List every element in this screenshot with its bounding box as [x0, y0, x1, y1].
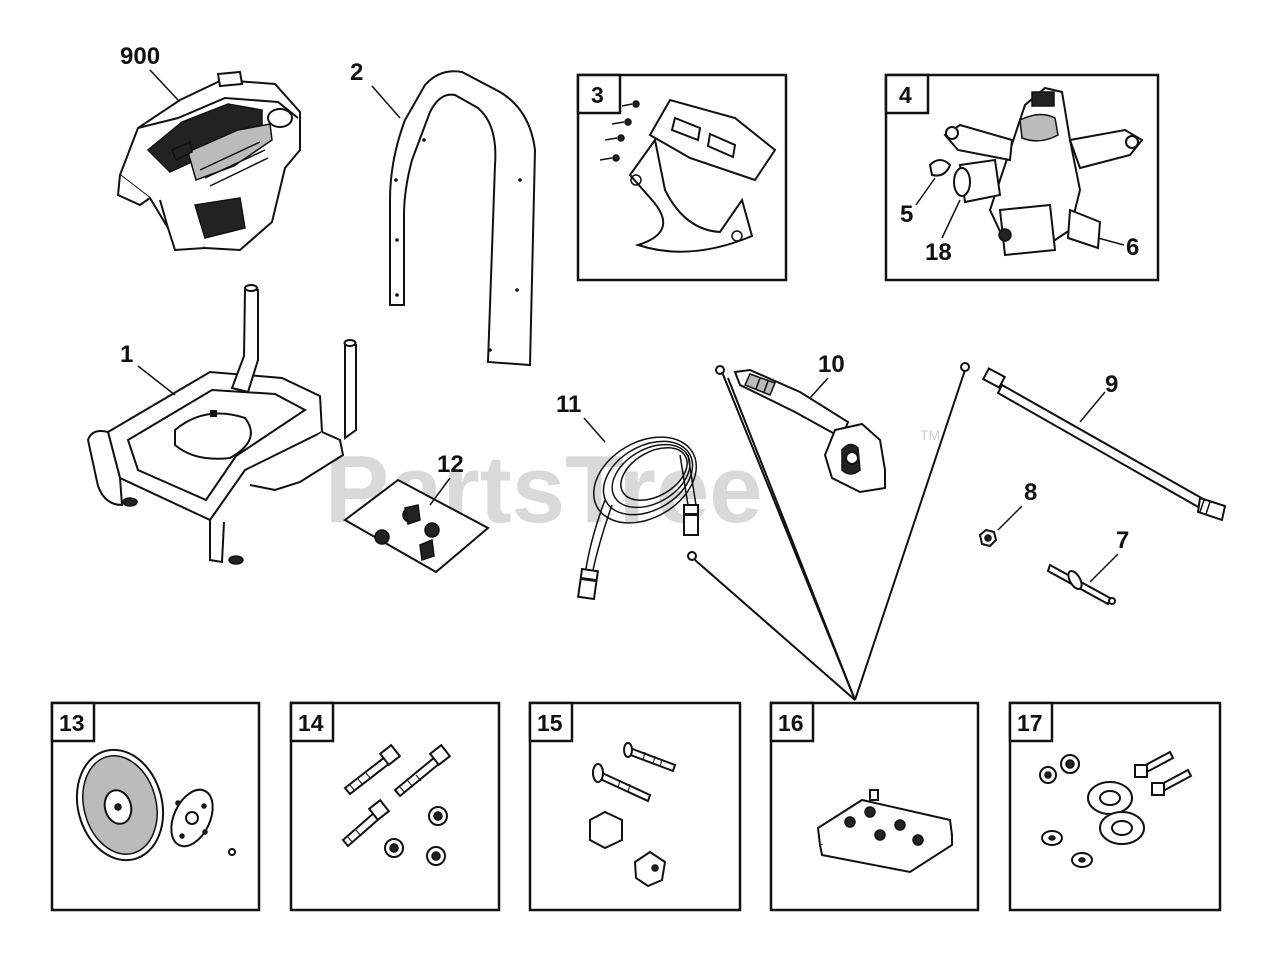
tip-holder-kit-icon[interactable] — [816, 789, 954, 874]
nozzle-bracket-tag — [576, 73, 622, 115]
pump-tag — [884, 73, 930, 115]
callout-3: 3 — [591, 82, 604, 108]
engine-drawing[interactable] — [116, 70, 301, 252]
kit-14-label: 14 — [298, 710, 324, 736]
callout-4: 4 — [899, 82, 912, 108]
wheel-kit-icon[interactable] — [65, 740, 236, 870]
watermark-trademark: TM — [920, 427, 940, 443]
kit-17-tag — [1008, 701, 1054, 743]
bushing-kit-icon[interactable] — [1039, 750, 1193, 868]
kit-16-tag — [769, 701, 815, 743]
callout-5: 5 — [900, 201, 913, 228]
kit-16-label: 16 — [778, 710, 804, 736]
bolt-grommet-kit-icon[interactable] — [589, 742, 677, 888]
callout-2: 2 — [350, 59, 363, 86]
frame-drawing[interactable] — [86, 284, 357, 565]
hose-drawing[interactable] — [576, 420, 712, 601]
callout-12: 12 — [437, 451, 464, 478]
callout-1: 1 — [120, 341, 133, 368]
callout-8: 8 — [1024, 479, 1037, 506]
handle-drawing[interactable] — [389, 70, 537, 367]
wand-drawing[interactable] — [960, 362, 1227, 522]
kit-13-label: 13 — [59, 710, 85, 736]
callout-6: 6 — [1126, 234, 1139, 261]
kit-14-tag — [289, 701, 335, 743]
kit-15-label: 15 — [537, 710, 563, 736]
spray-gun-drawing[interactable] — [715, 365, 886, 494]
kit-17-label: 17 — [1017, 710, 1043, 736]
kit-15-tag — [528, 701, 574, 743]
callout-9: 9 — [1105, 371, 1118, 398]
callout-11: 11 — [556, 391, 581, 418]
nozzle-bracket-drawing[interactable] — [599, 98, 777, 253]
callout-18: 18 — [925, 239, 952, 266]
callout-10: 10 — [818, 351, 845, 378]
nut-drawing[interactable] — [978, 528, 998, 548]
kit-14-box — [289, 701, 501, 912]
hardware-bag-drawing[interactable] — [343, 478, 490, 574]
axle-drawing[interactable] — [1046, 563, 1116, 606]
pump-drawing[interactable] — [928, 86, 1144, 257]
callout-900: 900 — [120, 43, 160, 70]
bolts-kit-icon[interactable] — [341, 743, 452, 866]
callout-7: 7 — [1116, 527, 1129, 554]
kit-13-tag — [50, 701, 96, 743]
kit-16-leader-lines — [694, 369, 966, 701]
